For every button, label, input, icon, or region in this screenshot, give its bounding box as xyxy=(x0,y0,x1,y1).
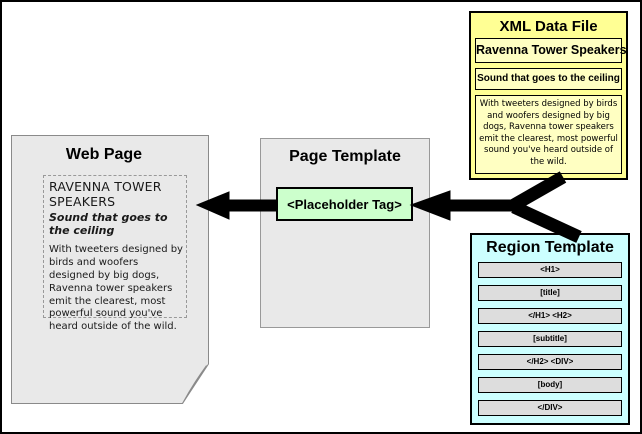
document-sheet-shape xyxy=(11,135,209,404)
web-page-heading: RAVENNA TOWER SPEAKERS xyxy=(49,179,162,209)
folded-corner xyxy=(182,365,207,404)
arrow-to-template-shaft xyxy=(447,199,524,212)
xml-field-title: Ravenna Tower Speakers xyxy=(475,38,627,63)
web-page-document: Web Page RAVENNA TOWER SPEAKERS Sound th… xyxy=(11,135,209,404)
region-row-body: [body] xyxy=(478,377,622,393)
region-template-box: Region Template <H1> [title] </H1> <H2> … xyxy=(470,233,630,425)
region-row-subtitle: [subtitle] xyxy=(478,331,622,347)
page-template-title: Page Template xyxy=(289,148,401,165)
region-template-title: Region Template xyxy=(486,239,614,256)
region-row-h1-close-h2-open: </H1> <H2> xyxy=(478,308,622,324)
placeholder-tag-box: <Placeholder Tag> xyxy=(276,187,413,221)
arrow-branch-from-xml xyxy=(510,171,567,211)
xml-data-file-box: XML Data File Ravenna Tower Speakers Sou… xyxy=(469,11,628,180)
page-template-box: Page Template <Placeholder Tag> xyxy=(260,138,430,328)
region-row-title: [title] xyxy=(478,285,622,301)
region-template-rows: <H1> [title] </H1> <H2> [subtitle] </H2>… xyxy=(478,262,622,416)
placeholder-tag-label: <Placeholder Tag> xyxy=(287,196,402,212)
region-row-h2-close-div-open: </H2> <DIV> xyxy=(478,354,622,370)
web-page-subtitle: Sound that goes to the ceiling xyxy=(49,211,168,238)
xml-field-body: With tweeters designed by birds and woof… xyxy=(475,95,622,174)
xml-field-subtitle: Sound that goes to the ceiling xyxy=(475,68,622,90)
web-page-body: With tweeters designed by birds and woof… xyxy=(49,244,183,333)
xml-data-file-title: XML Data File xyxy=(499,18,598,35)
region-row-h1-open: <H1> xyxy=(478,262,622,278)
region-row-div-close: </DIV> xyxy=(478,400,622,416)
web-page-content-region: RAVENNA TOWER SPEAKERS Sound that goes t… xyxy=(43,175,187,332)
web-page-title: Web Page xyxy=(65,146,143,163)
